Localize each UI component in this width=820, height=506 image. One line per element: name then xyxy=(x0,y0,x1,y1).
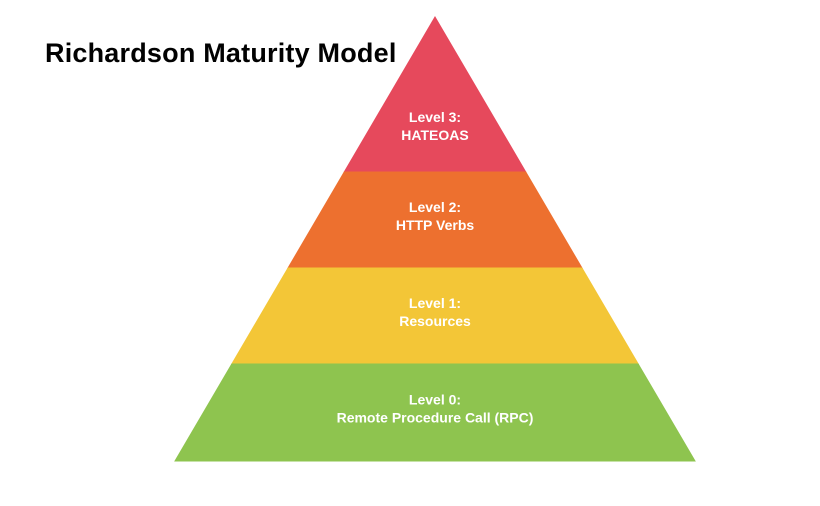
pyramid-level-1-label-line1: Level 1: xyxy=(409,295,461,311)
diagram-title: Richardson Maturity Model xyxy=(45,38,397,68)
pyramid-level-1-label-line2: Resources xyxy=(399,313,471,329)
pyramid-level-2-label-line2: HTTP Verbs xyxy=(396,217,475,233)
pyramid-level-0-label-line1: Level 0: xyxy=(409,392,461,408)
pyramid-level-3-label-line2: HATEOAS xyxy=(401,127,468,143)
pyramid-level-2-label-line1: Level 2: xyxy=(409,199,461,215)
pyramid-level-3-label-line1: Level 3: xyxy=(409,109,461,125)
pyramid-level-0-segment xyxy=(174,363,696,462)
pyramid-level-0-label-line2: Remote Procedure Call (RPC) xyxy=(337,410,534,426)
